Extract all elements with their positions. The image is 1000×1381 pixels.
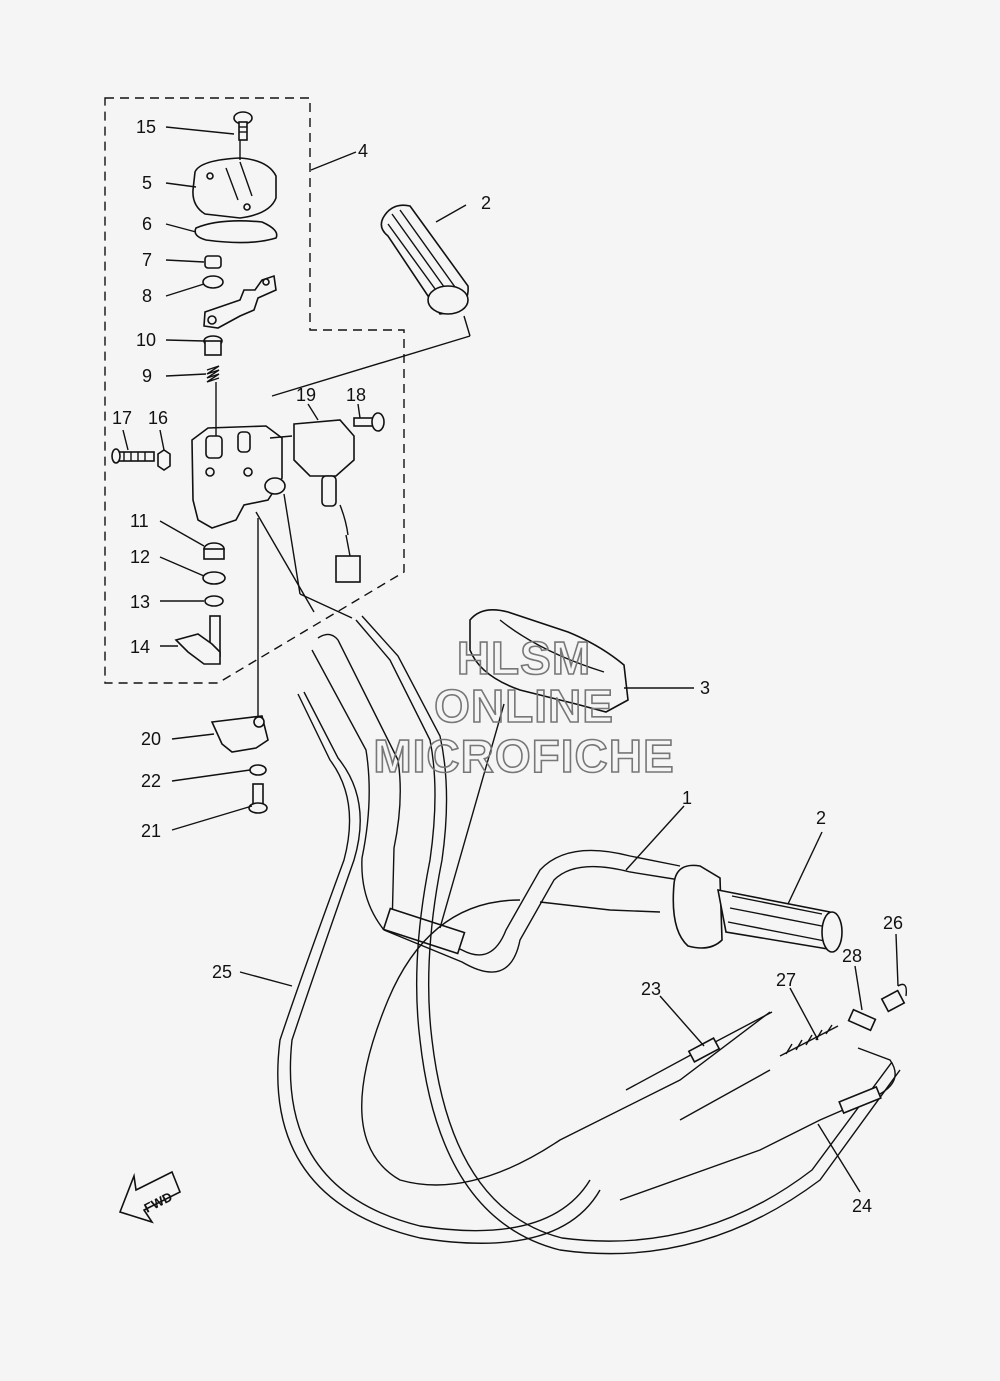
leader-lines	[122, 126, 899, 1193]
fitting-26	[880, 983, 908, 1013]
throttle-grip-assembly	[672, 864, 843, 953]
svg-text:ONLINE: ONLINE	[434, 680, 614, 732]
spring-9	[206, 365, 220, 383]
cable-clutch	[355, 615, 901, 1255]
nut-16	[157, 449, 171, 471]
part-label: 11	[130, 511, 149, 531]
part-label: 16	[148, 408, 168, 428]
part-label: 24	[852, 1196, 872, 1216]
part-label: 10	[136, 330, 156, 350]
screw-18	[353, 412, 385, 432]
part-label: 27	[776, 970, 796, 990]
part-label: 21	[141, 821, 161, 841]
part-label: 13	[130, 592, 150, 612]
switch-cover-5	[192, 157, 277, 219]
watermark: HLSM ONLINE MICROFICHE	[373, 631, 675, 783]
part-label: 17	[112, 408, 132, 428]
part-label: 7	[142, 250, 152, 270]
part-label: 1	[682, 788, 692, 808]
fitting-28	[847, 1008, 877, 1032]
part-label: 9	[142, 366, 152, 386]
grip-2-left	[380, 204, 469, 315]
part-label: 15	[136, 117, 156, 137]
bolt-17	[111, 448, 155, 464]
part-labels: 15 4 5 6 2 7 8 10 9 19 18 17 16 11 12 13…	[112, 117, 903, 1216]
switch-19	[293, 419, 361, 583]
grommet-11	[203, 542, 225, 560]
part-label: 18	[346, 385, 366, 405]
screw-15	[233, 111, 253, 141]
part-label: 2	[481, 193, 491, 213]
part-label: 8	[142, 286, 152, 306]
bolt-21	[248, 783, 268, 814]
cable-27	[679, 1024, 839, 1121]
lever-plate-8	[202, 274, 277, 329]
part-label: 6	[142, 214, 152, 234]
part-label: 2	[816, 808, 826, 828]
cable-25	[277, 691, 601, 1244]
clamp-20	[210, 715, 269, 753]
gasket-6	[194, 220, 278, 244]
part-label: 19	[296, 385, 316, 405]
cable-24	[619, 1047, 896, 1201]
switch-housing	[191, 425, 286, 529]
bushing-10	[203, 335, 223, 356]
part-label: 4	[358, 141, 368, 161]
part-label: 23	[641, 979, 661, 999]
part-label: 26	[883, 913, 903, 933]
throttle-housing-3	[469, 609, 629, 713]
part-label: 14	[130, 637, 150, 657]
part-label: 20	[141, 729, 161, 749]
cable-23	[625, 1011, 773, 1091]
part-label: 3	[700, 678, 710, 698]
fwd-arrow-icon: FWD	[118, 1170, 182, 1224]
handlebar-1	[311, 633, 681, 973]
part-label: 28	[842, 946, 862, 966]
nut-7	[204, 255, 222, 269]
svg-text:HLSM: HLSM	[457, 632, 591, 684]
part-label: 22	[141, 771, 161, 791]
part-label: 5	[142, 173, 152, 193]
svg-text:MICROFICHE: MICROFICHE	[373, 730, 674, 782]
lever-14	[174, 615, 221, 665]
washer-12	[202, 571, 226, 585]
washer-13	[204, 595, 224, 607]
part-label: 25	[212, 962, 232, 982]
assembly-4-boundary	[104, 97, 405, 684]
cable-throttle	[361, 899, 771, 1186]
washer-22	[249, 764, 267, 776]
part-label: 12	[130, 547, 150, 567]
